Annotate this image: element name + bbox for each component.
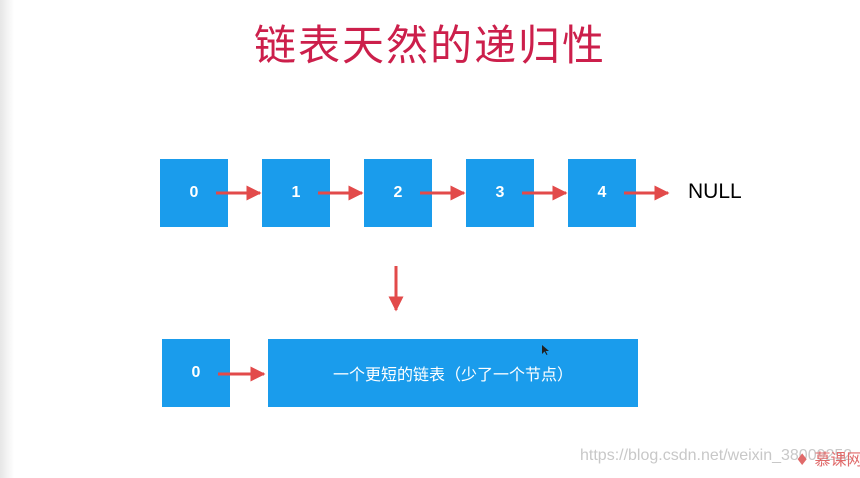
node-value: 0 [189, 184, 199, 201]
node-value: 2 [393, 184, 403, 201]
mouse-cursor-icon [542, 345, 549, 355]
null-terminator: NULL [688, 180, 742, 203]
left-edge-shadow [0, 0, 14, 478]
logo: ♦ 慕课网 [795, 446, 860, 470]
flame-icon: ♦ [795, 450, 810, 469]
node-value: 4 [597, 184, 607, 201]
watermark-url: https://blog.csdn.net/weixin_38009252 [580, 447, 853, 464]
node-value: 1 [291, 184, 301, 201]
shorter-list-block: 一个更短的链表（少了一个节点） [268, 339, 638, 407]
shorter-list-label: 一个更短的链表（少了一个节点） [332, 365, 573, 384]
node-value: 0 [191, 364, 201, 381]
node-value: 3 [495, 184, 505, 201]
logo-text: 慕课网 [814, 450, 860, 469]
slide-title: 链表天然的递归性 [253, 21, 606, 70]
